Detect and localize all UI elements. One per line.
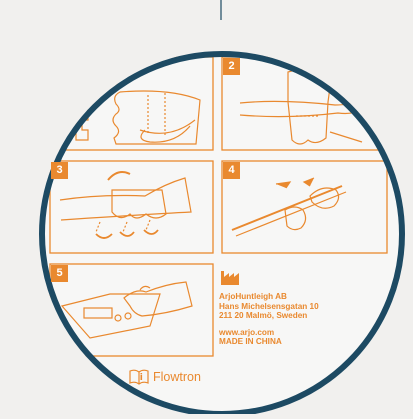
manufacturer-city: 211 20 Malmö, Sweden [219,311,319,321]
manufacturer-address: ArjoHuntleigh AB Hans Michelsensgatan 10… [219,292,319,347]
factory-icon [220,268,242,286]
step-5-number: 5 [51,265,68,282]
product-name: Flowtron [153,370,201,384]
manufacturer-name: ArjoHuntleigh AB [219,292,319,302]
instructions-book-icon [129,369,149,385]
manufacturer-website: www.arjo.com [219,328,319,338]
country-of-origin: MADE IN CHINA [219,337,319,347]
step-2-number: 2 [223,58,240,75]
manufacturer-street: Hans Michelsensgatan 10 [219,302,319,312]
product-brand: Flowtron [129,369,201,385]
step-3-number: 3 [51,162,68,179]
step-4-number: 4 [223,162,240,179]
